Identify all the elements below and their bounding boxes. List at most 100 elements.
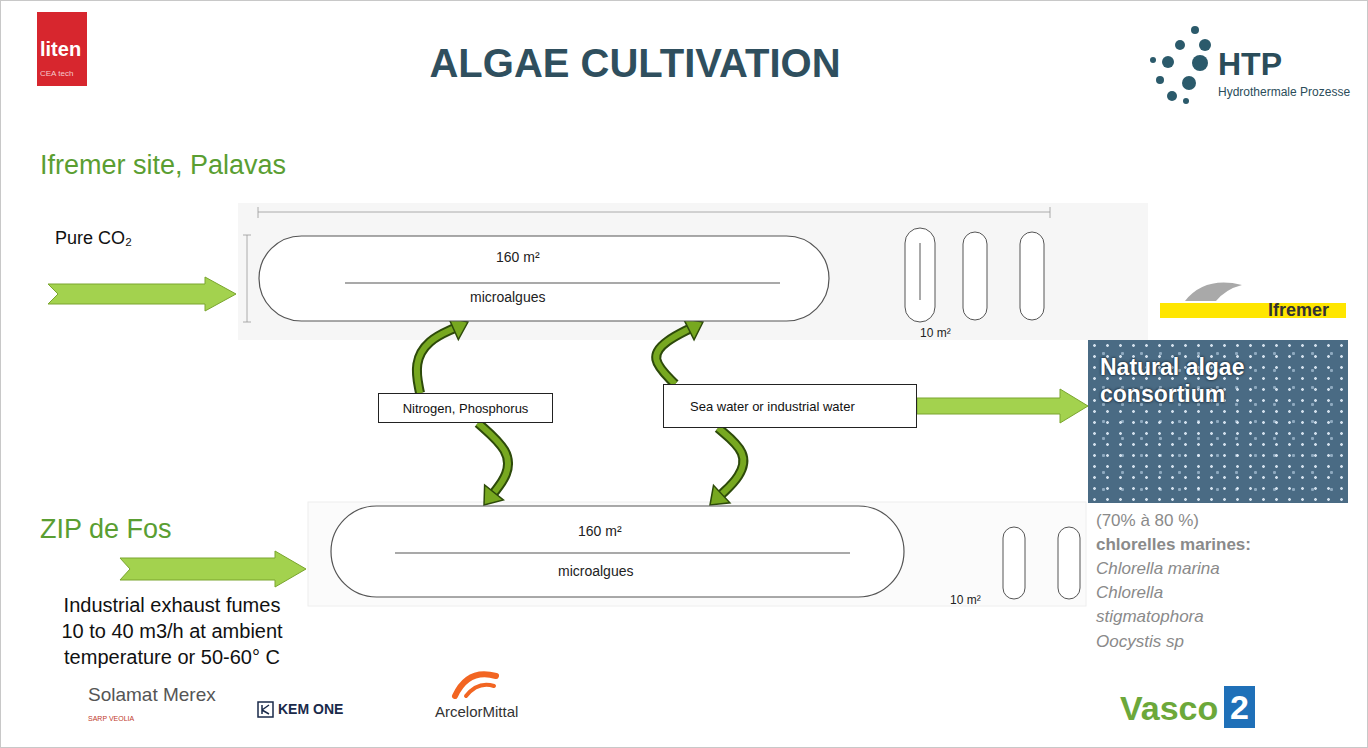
input-note: Industrial exhaust fumes 10 to 40 m3/h a… xyxy=(55,592,289,670)
logo-dot xyxy=(1150,57,1156,63)
dimension-tick xyxy=(258,207,259,218)
arrow-body xyxy=(656,329,689,384)
label-anchor: Industrial exhaust fumes 10 to 40 m3/h a… xyxy=(55,592,289,670)
partner-logo: Solamat Merex xyxy=(88,684,216,706)
logo-text: Ifremer xyxy=(1268,299,1329,321)
species-note: (70% à 80 %) xyxy=(1096,509,1199,533)
arrow-outline xyxy=(656,329,689,384)
raceway-pond: 160 m² microalgues xyxy=(330,505,905,598)
label-anchor: liten xyxy=(40,38,81,61)
raceway-pond: 160 m² microalgues xyxy=(258,235,830,322)
curved-arrow xyxy=(710,428,743,505)
logo-text: liten xyxy=(40,38,81,61)
small-pond xyxy=(905,228,935,322)
label-anchor: ArcelorMittal xyxy=(435,703,518,721)
species-name: Chlorella marina xyxy=(1096,557,1220,581)
liten-logo-box xyxy=(37,12,87,86)
partner-logo: 2 xyxy=(1224,686,1255,728)
species-heading: chlorelles marines: xyxy=(1096,533,1251,557)
ifremer-dolphin xyxy=(1185,283,1242,301)
arrow-body xyxy=(478,423,508,493)
dimension-line xyxy=(258,212,1050,213)
partner-logo: Vasco xyxy=(1120,688,1218,728)
partner-subtext: SARP VEOLIA xyxy=(88,715,134,722)
label-anchor: Oocystis sp xyxy=(1096,630,1184,654)
logo-subtext: Hydrothermale Prozesse xyxy=(1218,85,1350,99)
logo-dot xyxy=(1175,40,1185,50)
title-anchor: ALGAE CULTIVATION xyxy=(300,40,970,86)
input-label: Pure CO₂ xyxy=(55,228,132,249)
pond-divider xyxy=(345,282,780,283)
node-text: 160 m² xyxy=(496,248,540,266)
label-anchor: Solamat Merex xyxy=(88,684,216,706)
raceway-outline xyxy=(330,505,905,598)
site-heading: ZIP de Fos xyxy=(40,514,172,545)
label-anchor: CEA tech xyxy=(40,62,73,80)
arcelormittal-logo xyxy=(455,674,496,696)
icon-frame xyxy=(258,702,273,717)
node-text: microalgues xyxy=(558,562,633,580)
species-name: Chlorella stigmatophora xyxy=(1096,581,1256,629)
small-ponds-bottom xyxy=(1003,527,1080,599)
logo-dot xyxy=(1191,26,1199,34)
species-name: Oocystis sp xyxy=(1096,630,1184,654)
dimension-lines xyxy=(243,207,1050,322)
small-ponds-top xyxy=(905,228,1044,322)
label-anchor: Chlorella marina xyxy=(1096,557,1220,581)
logo-arc xyxy=(466,685,494,696)
dimension-tick xyxy=(1050,207,1051,218)
arrow-body xyxy=(917,389,1088,423)
label-anchor: KEM ONE xyxy=(278,700,343,718)
co2-input-arrow xyxy=(48,277,236,311)
small-pond xyxy=(1058,527,1080,599)
node-text: Sea water or industrial water xyxy=(690,399,855,414)
label-anchor: Ifremer xyxy=(1268,299,1329,321)
arrow-outline xyxy=(417,329,454,393)
curved-arrow xyxy=(417,318,468,393)
label-anchor: Vasco xyxy=(1120,688,1218,728)
arrow-head xyxy=(710,485,730,505)
logo-dot xyxy=(1192,55,1208,71)
pond-outline xyxy=(259,236,829,321)
node-text: microalgues xyxy=(470,288,545,306)
dimension-tick xyxy=(243,235,251,236)
curved-arrow xyxy=(656,318,703,384)
label-anchor: Ifremer site, Palavas xyxy=(40,150,286,181)
label-anchor: SARP VEOLIA xyxy=(88,707,134,725)
block-arrow xyxy=(917,389,1088,423)
input-box: Sea water or industrial water xyxy=(663,384,917,428)
label-anchor: Pure CO₂ xyxy=(55,228,132,249)
kemone-icon xyxy=(258,702,273,717)
small-pond xyxy=(1020,232,1044,320)
pond-divider xyxy=(395,552,850,553)
arrow-head xyxy=(484,485,503,505)
label-anchor: Hydrothermale Prozesse xyxy=(1218,82,1350,100)
node-text: Natural algae consortium xyxy=(1100,354,1336,408)
label-anchor: chlorelles marines: xyxy=(1096,533,1251,557)
logo-arc xyxy=(455,674,496,696)
logo-dot xyxy=(1167,91,1177,101)
fumes-input-arrow xyxy=(120,551,306,587)
label-anchor: 10 m² xyxy=(920,323,951,341)
label-anchor: HTP xyxy=(1218,46,1282,83)
curved-arrow xyxy=(478,423,508,505)
pond-divider xyxy=(920,243,921,300)
arrow-body xyxy=(718,428,743,494)
node-text: Nitrogen, Phosphorus xyxy=(403,401,529,416)
label-anchor: ZIP de Fos xyxy=(40,514,172,545)
arrow-body xyxy=(417,329,454,393)
icon-k xyxy=(262,705,269,714)
pond-outline xyxy=(331,506,904,597)
area-label: 10 m² xyxy=(920,326,951,340)
input-box: Nitrogen, Phosphorus xyxy=(378,393,553,423)
arrow-head xyxy=(683,318,703,339)
logo-dot xyxy=(1182,76,1196,90)
logo-dot xyxy=(1162,56,1174,68)
raceway-outline xyxy=(258,235,830,322)
label-anchor: Chlorella stigmatophora xyxy=(1096,581,1256,629)
dimension-line xyxy=(247,235,248,322)
node-text: 160 m² xyxy=(578,522,622,540)
site-heading: Ifremer site, Palavas xyxy=(40,150,286,181)
